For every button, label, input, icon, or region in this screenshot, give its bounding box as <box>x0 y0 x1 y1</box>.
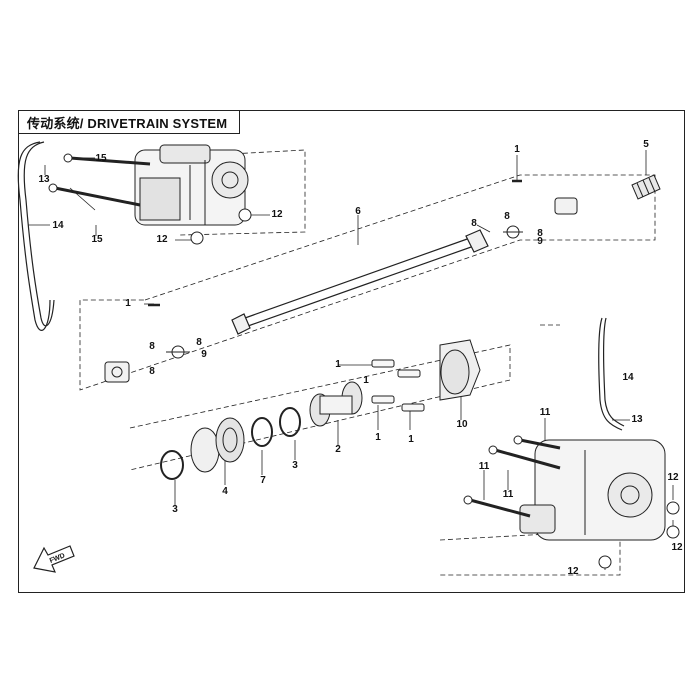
callout-label: 12 <box>156 234 168 245</box>
callout-label: 14 <box>52 220 64 231</box>
front-differential <box>134 144 249 226</box>
callout-label: 1 <box>125 298 131 309</box>
callout-label: 12 <box>667 472 679 483</box>
callout-label: 11 <box>478 461 490 472</box>
fwd-arrow-icon <box>33 545 75 573</box>
callout-label: 8 <box>196 337 202 348</box>
sleeve-4 <box>190 417 245 473</box>
leader-lines <box>28 150 674 570</box>
callout-label: 5 <box>643 139 649 150</box>
callout-label: 15 <box>91 234 103 245</box>
nuts-12-rear <box>598 501 680 569</box>
callout-label: 9 <box>537 236 543 247</box>
callout-label: 1 <box>335 359 341 370</box>
callout-label: 9 <box>201 349 207 360</box>
u-joint-rear <box>503 197 578 239</box>
long-bolts-15 <box>48 153 151 207</box>
boot-5 <box>631 174 661 200</box>
long-bolts-11 <box>463 435 561 518</box>
vent-hose-front <box>17 141 55 331</box>
callout-label: 1 <box>514 144 520 155</box>
callout-label: 3 <box>292 460 298 471</box>
callout-label: 3 <box>172 504 178 515</box>
nuts-12-front <box>190 208 252 245</box>
callout-label: 10 <box>456 419 468 430</box>
callout-label: 11 <box>539 407 551 418</box>
callout-label: 12 <box>271 209 283 220</box>
callout-label: 11 <box>502 489 514 500</box>
callout-label: 8 <box>537 228 543 239</box>
callout-label: 1 <box>408 434 414 445</box>
callout-label: 8 <box>471 218 477 229</box>
callout-label: 6 <box>355 206 361 217</box>
snap-ring-3-upper <box>279 407 301 437</box>
callout-label: 12 <box>567 566 579 577</box>
callout-label: 8 <box>149 366 155 377</box>
seal-ring-7 <box>251 417 273 447</box>
propeller-shaft <box>231 229 489 335</box>
snap-ring-3-lower <box>160 450 184 480</box>
bolts-1-center <box>371 359 425 412</box>
callout-label: 13 <box>38 174 50 185</box>
callout-label: 8 <box>149 341 155 352</box>
u-joint-front <box>104 345 190 383</box>
callout-label: 12 <box>671 542 683 553</box>
callout-label: 7 <box>260 475 266 486</box>
callout-label: 2 <box>335 444 341 455</box>
callout-label: 4 <box>222 486 228 497</box>
callout-label: 1 <box>375 432 381 443</box>
vent-hose-rear <box>598 317 625 431</box>
coupling-flange <box>439 339 481 401</box>
callout-label: 15 <box>95 153 107 164</box>
callout-label: 13 <box>631 414 643 425</box>
callout-label: 1 <box>363 375 369 386</box>
rear-differential <box>519 439 666 541</box>
gear-shaft <box>309 381 363 427</box>
diagram-title: 传动系统/ DRIVETRAIN SYSTEM <box>18 110 240 134</box>
callout-label: 14 <box>622 372 634 383</box>
callout-label: 8 <box>504 211 510 222</box>
